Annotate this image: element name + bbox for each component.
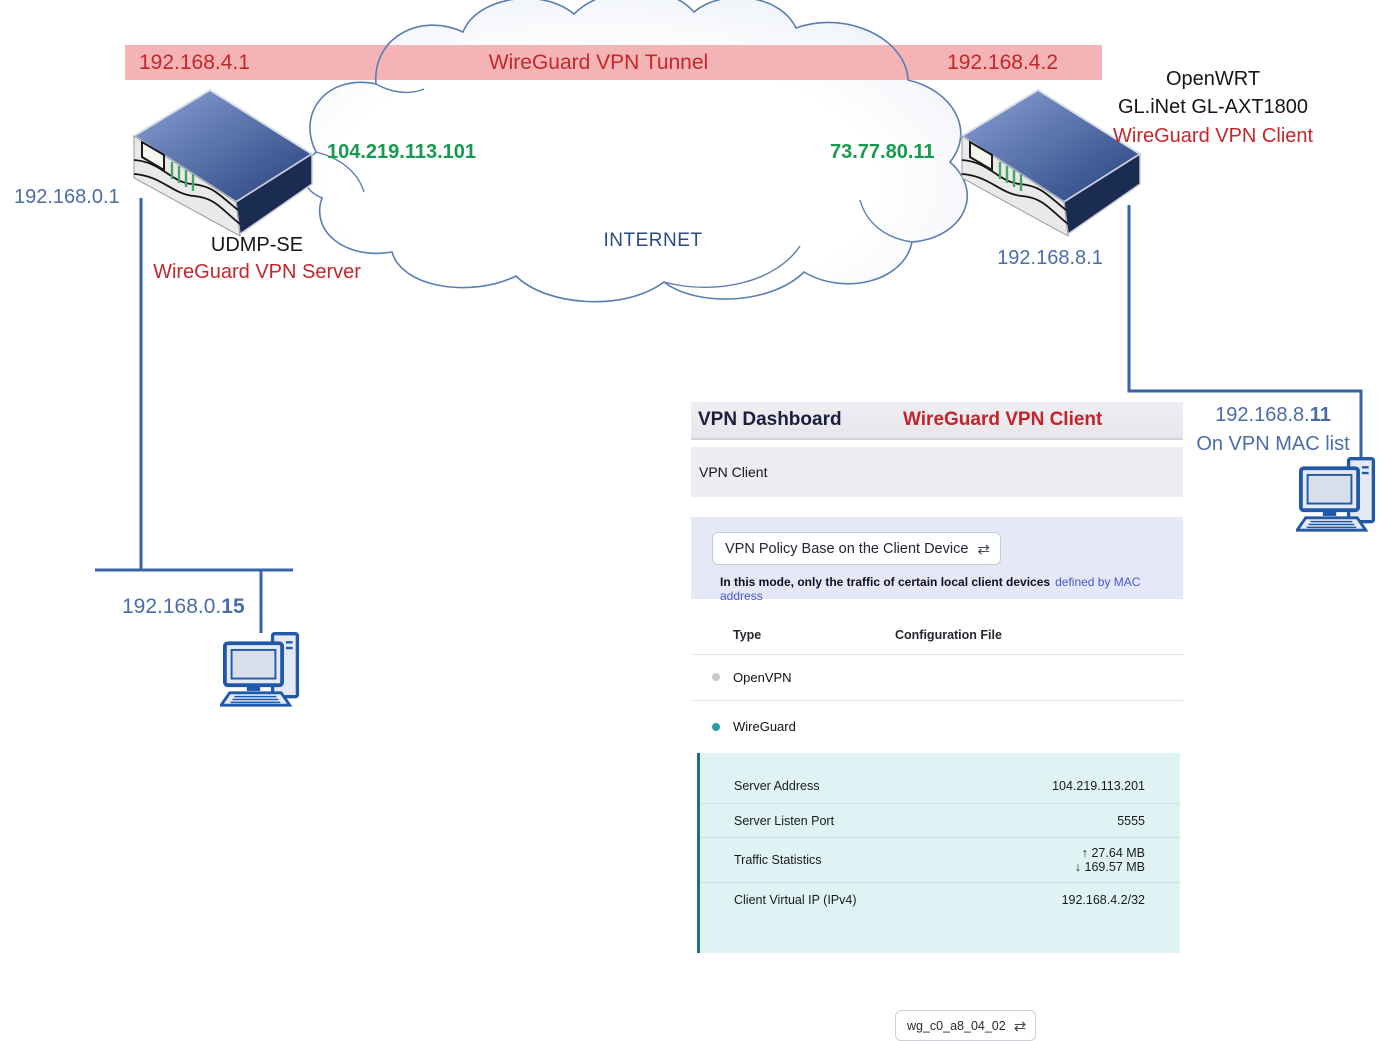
download-arrow-icon: ↓ [1074,860,1082,874]
upload-value: 27.64 MB [1091,845,1145,860]
vpn-dashboard-header: VPN Dashboard WireGuard VPN Client [691,402,1183,440]
radio-dot-openvpn[interactable] [712,673,720,681]
detail-label: Traffic Statistics [734,853,822,867]
table-divider [691,700,1183,701]
upload-arrow-icon: ↑ [1081,845,1088,860]
vpn-tunnel-band [125,45,1102,80]
detail-row-server-address: Server Address 104.219.113.201 [700,753,1180,804]
vpn-policy-description: In this mode, only the traffic of certai… [720,575,1183,603]
detail-row-traffic: Traffic Statistics ↑ 27.64 MB ↓ 169.57 M… [700,838,1180,883]
client-lan-host-ip: 192.168.8.11 [1180,401,1366,430]
row-type-wireguard: WireGuard [733,719,796,734]
network-diagram-canvas [95,0,1363,633]
tunnel-right-ip: 192.168.4.2 [947,50,1058,74]
client-router-lan-ip: 192.168.8.1 [997,247,1103,269]
client-router-os: OpenWRT [1165,68,1261,90]
detail-label: Client Virtual IP (IPv4) [734,893,857,907]
swap-icon: ⇄ [977,540,990,558]
detail-label: Server Address [734,779,820,793]
client-public-ip: 73.77.80.11 [830,141,935,163]
swap-icon: ⇄ [1013,1017,1027,1035]
detail-value: 104.219.113.201 [1052,779,1145,793]
page-title: VPN Dashboard [698,409,842,430]
vpn-policy-select-button[interactable]: VPN Policy Base on the Client Device ⇄ [712,532,1001,565]
client-host-ip-prefix: 192.168.8. [1215,404,1310,426]
dashboard-subtitle: WireGuard VPN Client [903,409,1103,430]
row-type-openvpn: OpenVPN [733,669,792,685]
detail-value: 192.168.4.2/32 [1061,893,1145,907]
client-router-model: GL.iNet GL-AXT1800 [1117,96,1309,118]
vpn-dashboard-panel: VPN Dashboard WireGuard VPN Client VPN C… [691,402,1183,1041]
server-lan-host-ip: 192.168.0.15 [122,595,245,619]
vpn-client-section-header: VPN Client [691,447,1183,497]
server-router-lan-ip: 192.168.0.1 [14,186,120,208]
vpn-policy-description-text: In this mode, only the traffic of certai… [720,575,1051,589]
radio-dot-wireguard[interactable] [712,722,720,731]
wireguard-detail-card: Server Address 104.219.113.201 Server Li… [697,753,1180,953]
client-lan-computer-icon [1296,457,1376,532]
table-header-config: Configuration File [895,628,1002,642]
client-lan-host-note: On VPN MAC list [1196,433,1350,455]
client-host-ip-suffix: 11 [1309,404,1331,426]
tunnel-band-labels: 192.168.4.1 WireGuard VPN Tunnel 192.168… [125,45,1102,80]
server-lan-line [95,198,293,633]
traffic-statistics-values: ↑ 27.64 MB ↓ 169.57 MB [1075,846,1145,875]
detail-row-listen-port: Server Listen Port 5555 [700,804,1180,838]
vpn-policy-select-label: VPN Policy Base on the Client Device [725,540,969,557]
server-lan-computer-icon [220,632,300,707]
server-public-ip: 104.219.113.101 [327,141,477,163]
detail-value: 5555 [1117,813,1145,828]
detail-row-virtual-ip: Client Virtual IP (IPv4) 192.168.4.2/32 [700,883,1180,917]
client-lan-line [1127,205,1363,468]
table-header-type: Type [733,628,762,642]
table-row-wireguard[interactable]: WireGuard wg_c0_a8_04_02 ⇄ [691,700,1183,1041]
server-router-role: WireGuard VPN Server [153,261,361,283]
mac-address-link[interactable]: defined by MAC address [720,575,1141,603]
server-host-ip-prefix: 192.168.0. [122,595,222,618]
client-router-role: WireGuard VPN Client [1113,125,1314,147]
config-file-select-button[interactable]: wg_c0_a8_04_02 ⇄ [895,1010,1037,1041]
table-divider [691,654,1183,655]
server-host-ip-suffix: 15 [221,595,245,618]
config-file-name: wg_c0_a8_04_02 [907,1018,1006,1033]
vpn-client-section-label: VPN Client [699,464,768,480]
client-lan-host-labels: 192.168.8.11 On VPN MAC list [1180,401,1366,459]
vpn-policy-section: VPN Policy Base on the Client Device ⇄ I… [691,517,1183,603]
server-router-name: UDMP-SE [210,234,304,256]
tunnel-title: WireGuard VPN Tunnel [488,50,709,74]
tunnel-left-ip: 192.168.4.1 [139,50,250,74]
internet-label: INTERNET [603,230,703,251]
server-router-icon [132,88,314,237]
download-value: 169.57 MB [1084,860,1145,874]
detail-label: Server Listen Port [734,813,835,828]
internet-cloud [125,0,1102,303]
table-row-openvpn[interactable]: OpenVPN [691,654,1183,700]
client-router-icon [960,88,1142,237]
lan-connection-lines [95,198,1363,633]
